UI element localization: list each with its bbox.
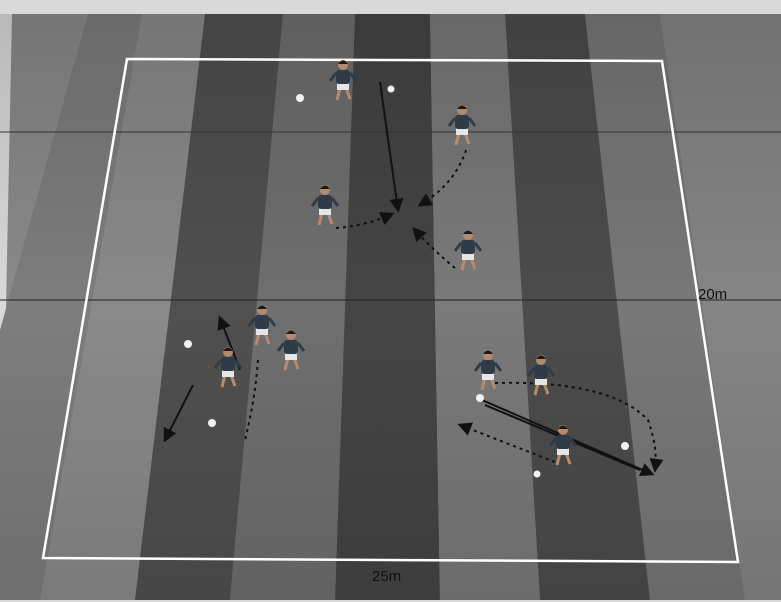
ball-icon — [184, 340, 192, 348]
ball-icon — [621, 442, 629, 450]
ball-icon — [534, 471, 541, 478]
ball-icon — [388, 86, 395, 93]
ball-icon — [296, 94, 304, 102]
grass-shading — [0, 14, 781, 600]
field-height-label: 20m — [698, 286, 727, 303]
field-width-label: 25m — [372, 568, 401, 585]
ball-icon — [476, 394, 484, 402]
ball-icon — [208, 419, 216, 427]
